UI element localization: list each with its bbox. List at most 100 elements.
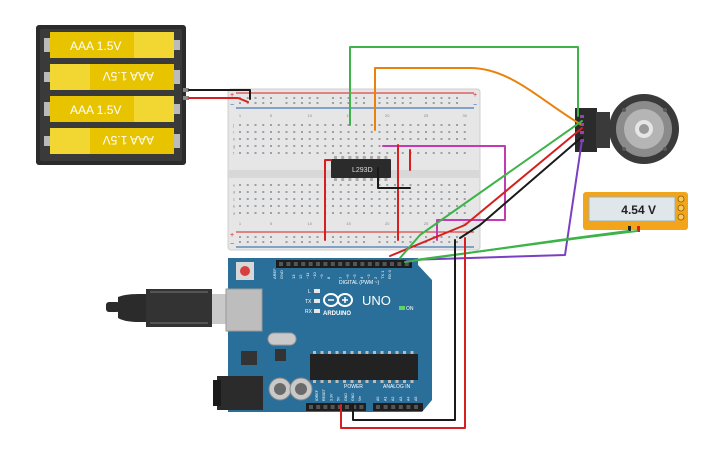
breadboard-hole[interactable] xyxy=(339,97,342,99)
breadboard-hole[interactable] xyxy=(293,212,296,214)
breadboard-hole[interactable] xyxy=(308,212,311,214)
breadboard-hole[interactable] xyxy=(262,205,265,207)
breadboard-hole[interactable] xyxy=(394,205,396,207)
breadboard-hole[interactable] xyxy=(432,152,435,154)
breadboard-hole[interactable] xyxy=(316,97,319,99)
breadboard-hole[interactable] xyxy=(386,124,389,126)
breadboard-hole[interactable] xyxy=(417,191,420,193)
breadboard-hole[interactable] xyxy=(363,191,365,193)
breadboard-hole[interactable] xyxy=(285,205,288,207)
breadboard-hole[interactable] xyxy=(394,184,396,186)
breadboard-hole[interactable] xyxy=(316,145,319,147)
breadboard-hole[interactable] xyxy=(401,191,404,193)
breadboard-hole[interactable] xyxy=(339,212,342,214)
breadboard-hole[interactable] xyxy=(308,184,311,186)
breadboard-hole[interactable] xyxy=(432,212,435,214)
breadboard-hole[interactable] xyxy=(448,124,451,126)
breadboard-hole[interactable] xyxy=(239,124,241,126)
breadboard-hole[interactable] xyxy=(370,198,373,200)
breadboard-hole[interactable] xyxy=(277,184,280,186)
breadboard-hole[interactable] xyxy=(417,184,420,186)
breadboard-hole[interactable] xyxy=(285,131,288,133)
breadboard-hole[interactable] xyxy=(293,131,296,133)
breadboard-hole[interactable] xyxy=(409,131,412,133)
breadboard-hole[interactable] xyxy=(262,145,265,147)
breadboard-hole[interactable] xyxy=(285,191,288,193)
breadboard-hole[interactable] xyxy=(425,212,427,214)
breadboard-hole[interactable] xyxy=(301,191,303,193)
breadboard-hole[interactable] xyxy=(246,236,249,238)
breadboard-hole[interactable] xyxy=(347,198,350,200)
header-pin[interactable] xyxy=(345,405,349,409)
breadboard-hole[interactable] xyxy=(308,205,311,207)
breadboard-hole[interactable] xyxy=(378,102,381,104)
breadboard-hole[interactable] xyxy=(246,145,249,147)
breadboard-hole[interactable] xyxy=(355,198,358,200)
breadboard-hole[interactable] xyxy=(456,184,458,186)
breadboard-hole[interactable] xyxy=(355,102,358,104)
breadboard-hole[interactable] xyxy=(448,131,451,133)
breadboard-hole[interactable] xyxy=(254,102,257,104)
breadboard-hole[interactable] xyxy=(417,124,420,126)
breadboard-hole[interactable] xyxy=(332,205,334,207)
breadboard-hole[interactable] xyxy=(339,236,342,238)
header-pin[interactable] xyxy=(404,262,409,266)
breadboard-hole[interactable] xyxy=(270,184,272,186)
breadboard-hole[interactable] xyxy=(456,131,458,133)
breadboard-hole[interactable] xyxy=(239,212,241,214)
breadboard-hole[interactable] xyxy=(463,131,466,133)
breadboard-hole[interactable] xyxy=(463,124,466,126)
header-pin[interactable] xyxy=(345,262,350,266)
breadboard-hole[interactable] xyxy=(270,236,272,238)
breadboard-hole[interactable] xyxy=(448,212,451,214)
breadboard-hole[interactable] xyxy=(432,131,435,133)
breadboard-hole[interactable] xyxy=(448,102,451,104)
breadboard-hole[interactable] xyxy=(401,184,404,186)
breadboard-hole[interactable] xyxy=(270,205,272,207)
breadboard-hole[interactable] xyxy=(277,124,280,126)
breadboard-hole[interactable] xyxy=(301,205,303,207)
breadboard-hole[interactable] xyxy=(301,198,303,200)
breadboard-hole[interactable] xyxy=(270,145,272,147)
breadboard-hole[interactable] xyxy=(363,131,365,133)
breadboard-hole[interactable] xyxy=(394,138,396,140)
wires[interactable] xyxy=(188,46,638,429)
breadboard-hole[interactable] xyxy=(432,97,435,99)
header-pin[interactable] xyxy=(337,405,342,409)
breadboard-hole[interactable] xyxy=(293,241,296,243)
breadboard-hole[interactable] xyxy=(347,212,350,214)
header-pin[interactable] xyxy=(316,262,320,266)
breadboard-hole[interactable] xyxy=(401,152,404,154)
breadboard-hole[interactable] xyxy=(239,131,241,133)
breadboard-hole[interactable] xyxy=(332,184,334,186)
breadboard-hole[interactable] xyxy=(347,102,350,104)
breadboard-hole[interactable] xyxy=(262,152,265,154)
breadboard-hole[interactable] xyxy=(239,236,241,238)
breadboard-hole[interactable] xyxy=(355,97,358,99)
breadboard-hole[interactable] xyxy=(370,152,373,154)
battery-pack[interactable]: AAA 1.5V AAA 1.5V AAA 1.5V AAA 1.5V xyxy=(36,25,189,165)
breadboard-hole[interactable] xyxy=(355,191,358,193)
breadboard-hole[interactable] xyxy=(246,198,249,200)
header-pin[interactable] xyxy=(330,262,335,266)
breadboard-hole[interactable] xyxy=(246,138,249,140)
breadboard-hole[interactable] xyxy=(277,205,280,207)
breadboard-hole[interactable] xyxy=(285,102,288,104)
breadboard-hole[interactable] xyxy=(425,152,427,154)
breadboard-hole[interactable] xyxy=(293,198,296,200)
breadboard-hole[interactable] xyxy=(425,97,427,99)
breadboard-hole[interactable] xyxy=(378,241,381,243)
breadboard-hole[interactable] xyxy=(316,198,319,200)
breadboard-hole[interactable] xyxy=(308,191,311,193)
breadboard-hole[interactable] xyxy=(401,138,404,140)
breadboard-hole[interactable] xyxy=(355,205,358,207)
breadboard-hole[interactable] xyxy=(332,191,334,193)
breadboard-hole[interactable] xyxy=(456,236,458,238)
breadboard-hole[interactable] xyxy=(440,102,443,104)
breadboard-hole[interactable] xyxy=(448,191,451,193)
breadboard-hole[interactable] xyxy=(417,152,420,154)
breadboard-hole[interactable] xyxy=(285,97,288,99)
breadboard-hole[interactable] xyxy=(409,205,412,207)
